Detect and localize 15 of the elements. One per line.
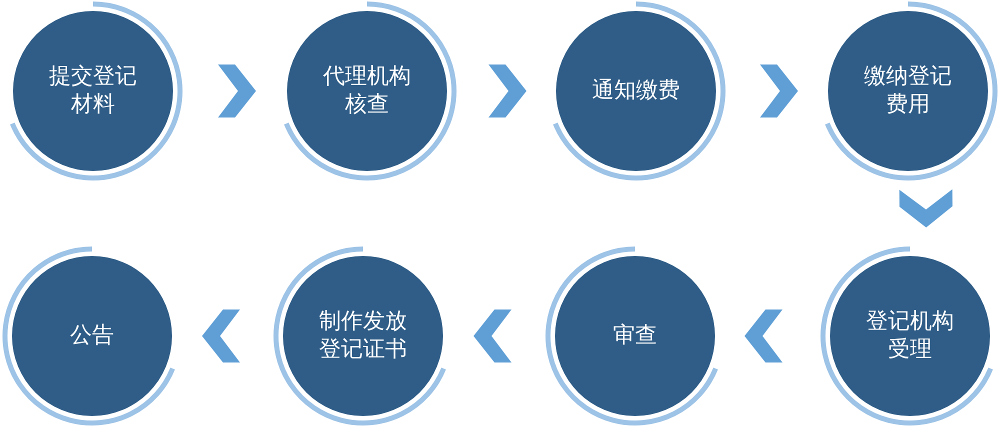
chevron-arrow <box>488 64 526 118</box>
step-label: 制作发放登记证书 <box>318 308 408 364</box>
step-label: 通知缴费 <box>591 77 681 105</box>
step-label: 公告 <box>69 322 115 350</box>
step-label: 缴纳登记费用 <box>863 63 953 119</box>
chevron-arrow <box>218 64 256 118</box>
chevron-arrow <box>760 64 798 118</box>
chevron-arrow <box>744 310 782 362</box>
chevron-arrow <box>202 310 240 362</box>
step-label: 审查 <box>612 322 658 350</box>
chevron-arrow <box>474 310 512 362</box>
step-label: 登记机构受理 <box>865 308 955 364</box>
chevron-arrow <box>899 189 952 228</box>
step-label: 代理机构核查 <box>322 63 412 119</box>
step-label: 提交登记材料 <box>48 63 138 119</box>
